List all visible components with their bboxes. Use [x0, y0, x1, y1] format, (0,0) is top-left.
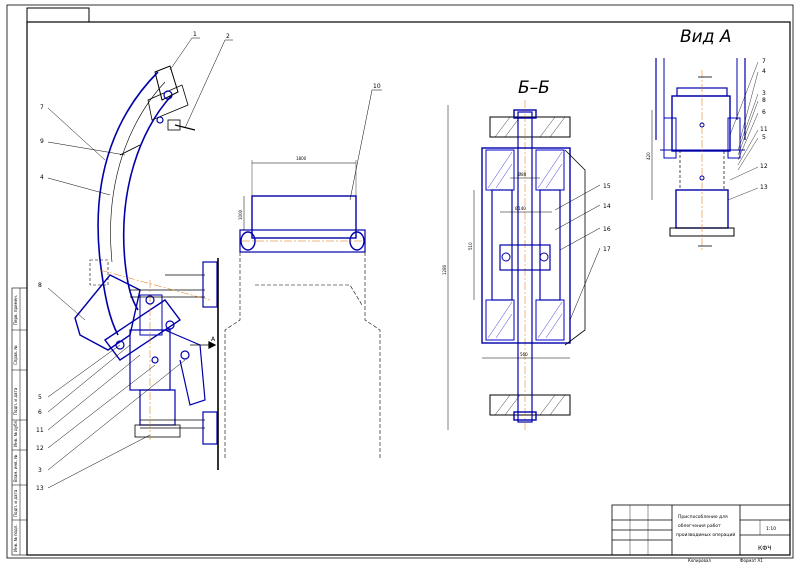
callout-bb-16: 16: [603, 226, 611, 233]
title-block: [611, 504, 791, 556]
callout-main-13: 13: [36, 485, 44, 492]
callout-va-5: 5: [762, 134, 766, 141]
top-stamp-box: [26, 7, 90, 23]
frame-border: [26, 21, 791, 556]
view-a: [651, 58, 759, 250]
callout-main-9: 9: [40, 138, 44, 145]
callout-va-13: 13: [760, 184, 768, 191]
title-copied: Копировал: [688, 558, 711, 563]
main-leaders: [47, 37, 233, 489]
callout-bb-17: 17: [603, 246, 611, 253]
sidebar-item-2: Подп. и дата: [13, 387, 18, 415]
section-title: Б–Б: [518, 78, 550, 98]
title-name-line2: облегчения работ: [678, 523, 721, 529]
callout-main-1: 1: [193, 31, 197, 38]
callout-main-5: 5: [38, 394, 42, 401]
dim-bb-overall: 1280: [442, 264, 447, 275]
left-sidebar: Перв. примен. Справ. № Подп. и дата Инв.…: [11, 287, 28, 556]
callout-main-12: 12: [36, 445, 44, 452]
dim-bb-d1: Ø80: [518, 172, 527, 177]
dim-bb-height: 510: [468, 242, 473, 250]
title-scale: 1:10: [766, 526, 776, 532]
sidebar-item-6: Инв. № подл.: [13, 524, 18, 552]
dim-bb-bottom: 560: [520, 352, 528, 357]
section-bb-view: [447, 100, 601, 430]
callout-va-11: 11: [760, 126, 768, 133]
callout-main-4: 4: [40, 174, 44, 181]
callout-va-6: 6: [762, 109, 766, 116]
callout-va-8: 8: [762, 97, 766, 104]
callout-main-3: 3: [38, 467, 42, 474]
tractor-outline-view: [224, 89, 382, 460]
sidebar-item-5: Подп. и дата: [13, 489, 18, 517]
callout-main-2: 2: [226, 33, 230, 40]
main-view: [74, 65, 219, 470]
callout-va-3: 3: [762, 90, 766, 97]
callout-va-4: 4: [762, 68, 766, 75]
view-a-title: Вид А: [680, 27, 732, 47]
callout-bb-15: 15: [603, 183, 611, 190]
callout-main-7: 7: [40, 104, 44, 111]
callout-va-12: 12: [760, 163, 768, 170]
sidebar-item-3: Инв. № дубл.: [13, 420, 18, 447]
sidebar-item-4: Взам. инв. №: [13, 455, 18, 482]
callout-main-11: 11: [36, 427, 44, 434]
title-format: Формат А1: [740, 558, 763, 563]
dim-va-height: 420: [646, 152, 651, 160]
view-arrow-a-label: А: [211, 336, 216, 343]
title-name-line3: производимых операций: [676, 531, 735, 538]
callout-va-7: 7: [762, 58, 766, 65]
callout-main-8: 8: [38, 282, 42, 289]
dim-bb-d2: Ø140: [515, 206, 526, 211]
sidebar-item-0: Перв. примен.: [13, 295, 18, 325]
sidebar-item-1: Справ. №: [13, 346, 18, 365]
dim-main-height: 1000: [238, 209, 243, 220]
main-center-lines: [99, 269, 211, 440]
callout-bb-14: 14: [603, 203, 611, 210]
callout-top-10: 10: [373, 83, 381, 90]
callout-main-6: 6: [38, 409, 42, 416]
title-code: КФЧ: [758, 545, 772, 552]
dim-main-width: 1800: [296, 156, 307, 161]
title-name-line1: Приспособление для: [678, 514, 728, 520]
sheet-border: [6, 4, 794, 559]
